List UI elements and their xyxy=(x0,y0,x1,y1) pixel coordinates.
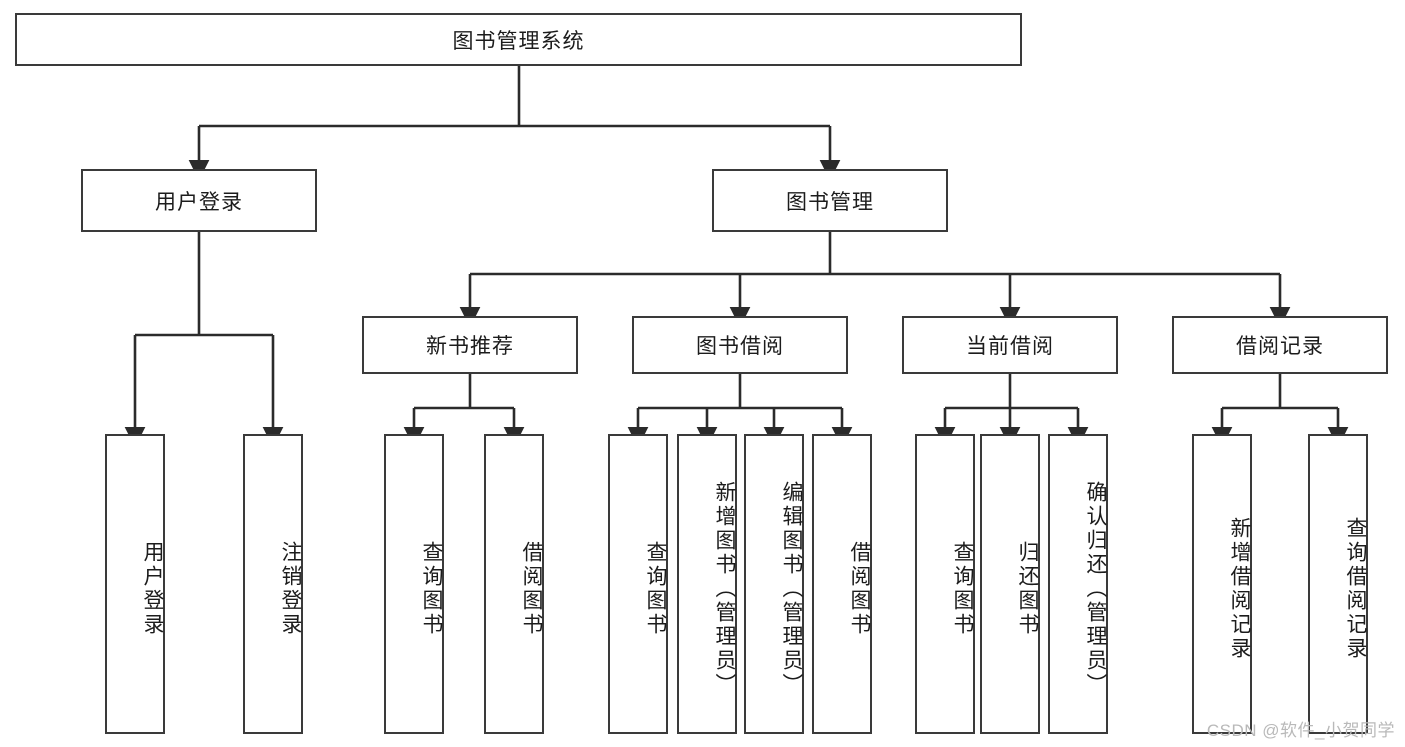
node-label: 用户登录 xyxy=(141,541,164,637)
node-new-book-recommend[interactable]: 新书推荐 xyxy=(362,316,578,374)
node-label: 新书推荐 xyxy=(426,335,514,358)
node-label: 编辑图书（管理员） xyxy=(780,481,803,697)
node-label: 新增图书（管理员） xyxy=(713,481,736,697)
leaf-book-borrow-query-book[interactable]: 查询图书 xyxy=(608,434,668,734)
leaf-new-book-query-book[interactable]: 查询图书 xyxy=(384,434,444,734)
leaf-book-borrow-edit-book-admin[interactable]: 编辑图书（管理员） xyxy=(744,434,804,734)
leaf-borrow-record-add-record[interactable]: 新增借阅记录 xyxy=(1192,434,1252,734)
leaf-borrow-record-query-record[interactable]: 查询借阅记录 xyxy=(1308,434,1368,734)
node-label: 图书管理 xyxy=(786,190,874,214)
node-label: 图书借阅 xyxy=(696,335,784,358)
leaf-new-book-borrow-book[interactable]: 借阅图书 xyxy=(484,434,544,734)
node-label: 查询借阅记录 xyxy=(1344,517,1367,661)
node-label: 查询图书 xyxy=(951,541,974,637)
node-borrow-record[interactable]: 借阅记录 xyxy=(1172,316,1388,374)
node-label: 当前借阅 xyxy=(966,335,1054,358)
node-label: 新增借阅记录 xyxy=(1228,517,1251,661)
node-label: 借阅图书 xyxy=(520,541,543,637)
node-label: 图书管理系统 xyxy=(452,29,585,53)
node-label: 确认归还（管理员） xyxy=(1084,481,1107,697)
node-label: 查询图书 xyxy=(420,541,443,637)
node-label: 查询图书 xyxy=(644,541,667,637)
leaf-user-login-login[interactable]: 用户登录 xyxy=(105,434,165,734)
node-root-book-management-system[interactable]: 图书管理系统 xyxy=(15,13,1022,66)
node-label: 借阅图书 xyxy=(848,541,871,637)
node-user-login[interactable]: 用户登录 xyxy=(81,169,317,232)
node-book-management[interactable]: 图书管理 xyxy=(712,169,948,232)
leaf-current-borrow-confirm-return-admin[interactable]: 确认归还（管理员） xyxy=(1048,434,1108,734)
node-label: 借阅记录 xyxy=(1236,335,1324,358)
node-book-borrow[interactable]: 图书借阅 xyxy=(632,316,848,374)
leaf-current-borrow-query-book[interactable]: 查询图书 xyxy=(915,434,975,734)
leaf-book-borrow-borrow-book[interactable]: 借阅图书 xyxy=(812,434,872,734)
node-label: 用户登录 xyxy=(155,190,243,214)
leaf-current-borrow-return-book[interactable]: 归还图书 xyxy=(980,434,1040,734)
leaf-book-borrow-add-book-admin[interactable]: 新增图书（管理员） xyxy=(677,434,737,734)
node-current-borrow[interactable]: 当前借阅 xyxy=(902,316,1118,374)
node-label: 注销登录 xyxy=(279,541,302,637)
csdn-watermark: CSDN @软件_小贺同学 xyxy=(1206,721,1395,740)
node-label: 归还图书 xyxy=(1016,541,1039,637)
leaf-user-login-logout[interactable]: 注销登录 xyxy=(243,434,303,734)
